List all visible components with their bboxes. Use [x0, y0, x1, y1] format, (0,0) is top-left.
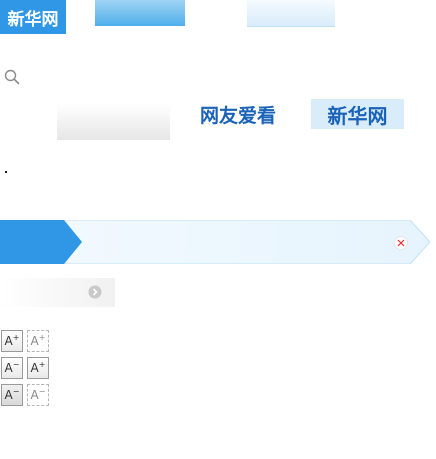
wangyou-aikan-logo[interactable]: 网友爱看: [199, 104, 276, 127]
xinhua-logo[interactable]: 新华网: [311, 99, 404, 129]
light-tab-button[interactable]: [247, 0, 335, 27]
search-icon[interactable]: [4, 69, 20, 85]
font-increase-button[interactable]: A+: [27, 357, 49, 379]
font-decrease-pressed-button[interactable]: A−: [1, 384, 23, 406]
font-increase-label: A: [30, 334, 39, 348]
font-increase-button[interactable]: A+: [1, 330, 23, 352]
banner-blue-tab: [0, 220, 82, 264]
blue-tab-button[interactable]: [95, 0, 185, 26]
font-increase-disabled-button: A+: [27, 330, 49, 352]
list-bullet: [5, 171, 7, 173]
font-decrease-label: A: [4, 388, 13, 402]
font-decrease-label: A: [4, 361, 13, 375]
gray-tab-button[interactable]: [57, 104, 170, 140]
xinhua-brand-logo[interactable]: 新华网: [0, 0, 66, 34]
close-icon[interactable]: [394, 236, 408, 250]
chevron-right-circle-icon[interactable]: [88, 285, 102, 299]
banner-bar: [0, 220, 430, 264]
font-decrease-button[interactable]: A−: [1, 357, 23, 379]
font-decrease-label: A: [30, 388, 39, 402]
font-increase-label: A: [30, 361, 39, 375]
font-increase-label: A: [4, 334, 13, 348]
font-decrease-disabled-button: A−: [27, 384, 49, 406]
